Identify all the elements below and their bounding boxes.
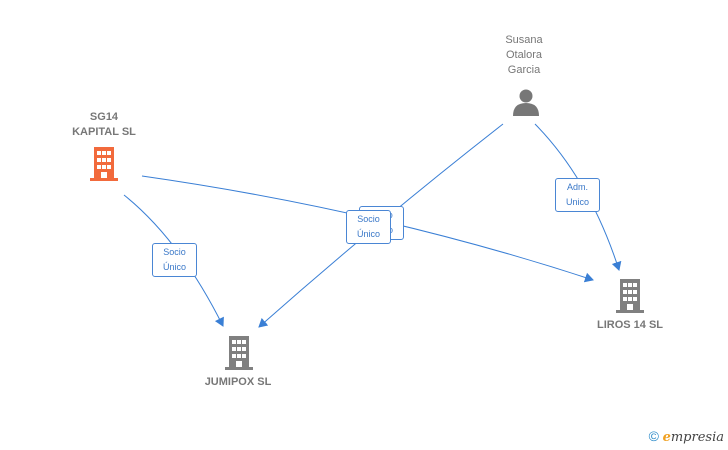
- building-icon-jumipox[interactable]: [223, 336, 255, 370]
- copyright-symbol: ©: [648, 428, 659, 444]
- edge-label-person-liros[interactable]: Adm. Unico: [555, 178, 600, 212]
- edge-label-sg14-jumipox[interactable]: Socio Único: [152, 243, 197, 277]
- person-node-label[interactable]: Susana Otalora Garcia: [505, 34, 543, 76]
- footer-brand: © empresia: [649, 428, 724, 445]
- edge-label-person-jumipox[interactable]: Socio Único: [346, 210, 391, 244]
- sg14-node-label[interactable]: SG14 KAPITAL SL: [72, 111, 136, 138]
- building-icon-highlight[interactable]: [88, 147, 120, 181]
- brand-logo: empresia: [662, 430, 724, 445]
- liros-node-label[interactable]: LIROS 14 SL: [596, 319, 664, 331]
- person-icon[interactable]: [511, 88, 541, 118]
- jumipox-node-label[interactable]: JUMIPOX SL: [204, 376, 272, 388]
- building-icon-liros[interactable]: [614, 279, 646, 313]
